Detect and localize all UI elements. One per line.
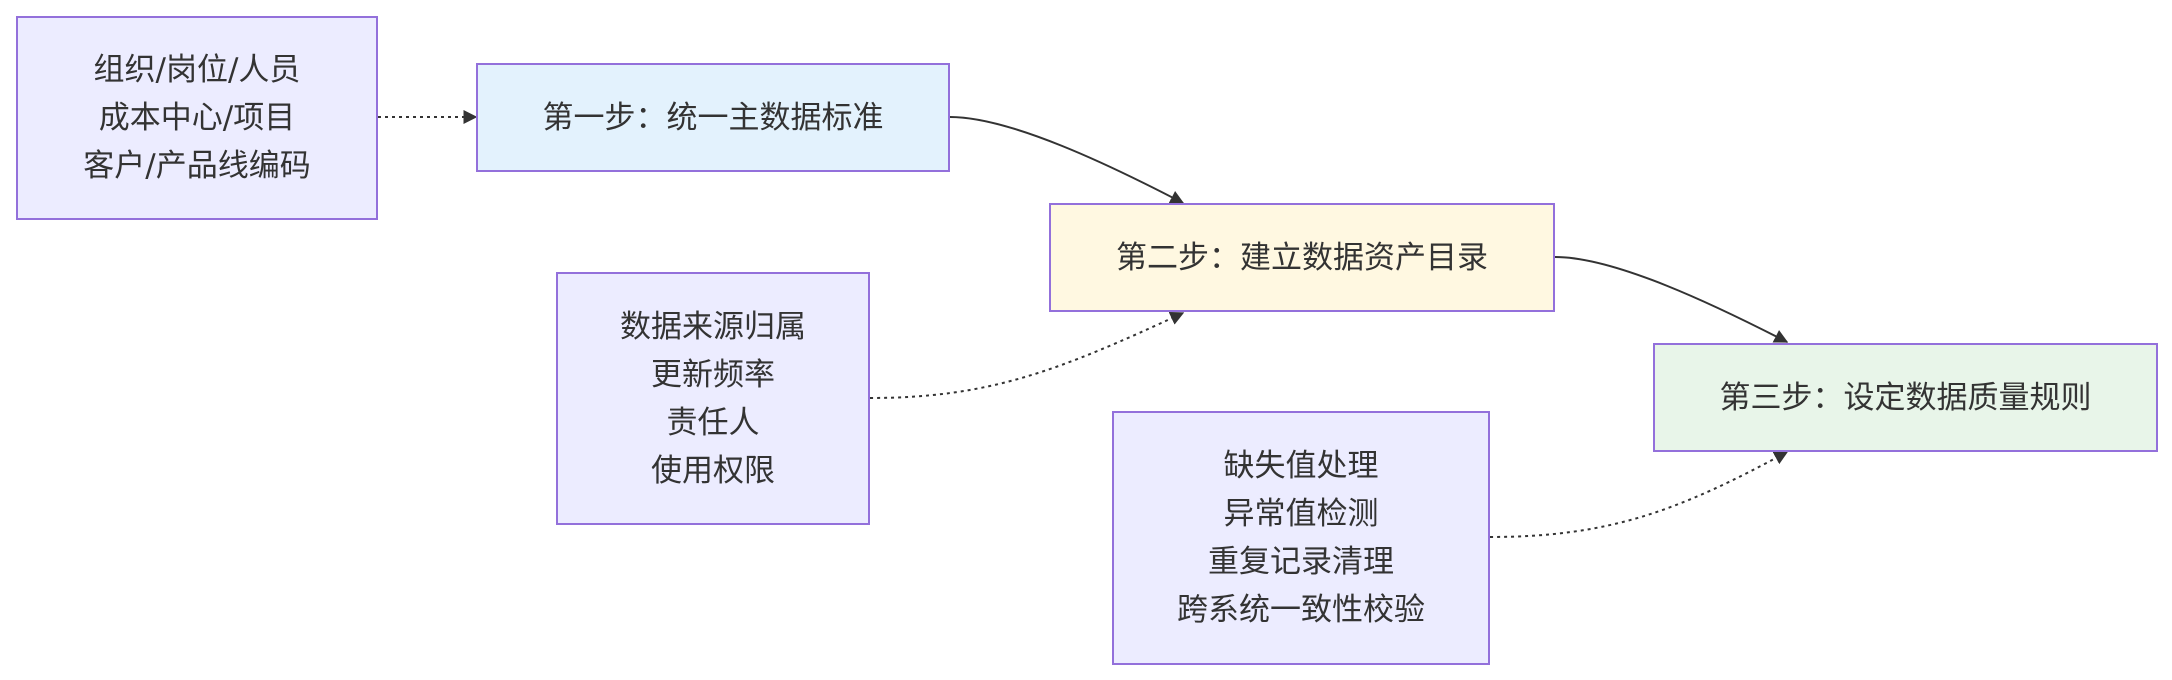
quality-items-node: 缺失值处理 异常值检测 重复记录清理 跨系统一致性校验 — [1112, 411, 1490, 665]
master-data-items-node: 组织/岗位/人员 成本中心/项目 客户/产品线编码 — [16, 16, 378, 220]
step3-node: 第三步：设定数据质量规则 — [1653, 343, 2158, 452]
node-line: 更新频率 — [651, 356, 775, 393]
step2-label: 第二步：建立数据资产目录 — [1116, 239, 1488, 276]
node-line: 重复记录清理 — [1208, 544, 1394, 580]
node-line: 数据来源归属 — [620, 308, 806, 345]
catalog-items-node: 数据来源归属 更新频率 责任人 使用权限 — [556, 272, 870, 525]
node-line: 跨系统一致性校验 — [1177, 592, 1425, 628]
node-line: 责任人 — [666, 404, 760, 441]
step1-label: 第一步：统一主数据标准 — [542, 99, 884, 136]
node-line: 缺失值处理 — [1223, 448, 1379, 484]
node-line: 使用权限 — [651, 452, 775, 489]
edge-catalog-to-step2 — [869, 311, 1185, 399]
step1-node: 第一步：统一主数据标准 — [476, 63, 950, 172]
step2-node: 第二步：建立数据资产目录 — [1049, 203, 1555, 312]
node-line: 异常值检测 — [1223, 496, 1379, 532]
node-line: 客户/产品线编码 — [83, 148, 311, 184]
edge-step2-to-step3 — [1554, 256, 1789, 343]
step3-label: 第三步：设定数据质量规则 — [1719, 379, 2092, 416]
edge-quality-to-step3 — [1489, 451, 1789, 538]
edge-step1-to-step2 — [949, 116, 1185, 204]
node-line: 成本中心/项目 — [98, 100, 296, 136]
node-line: 组织/岗位/人员 — [93, 52, 301, 88]
